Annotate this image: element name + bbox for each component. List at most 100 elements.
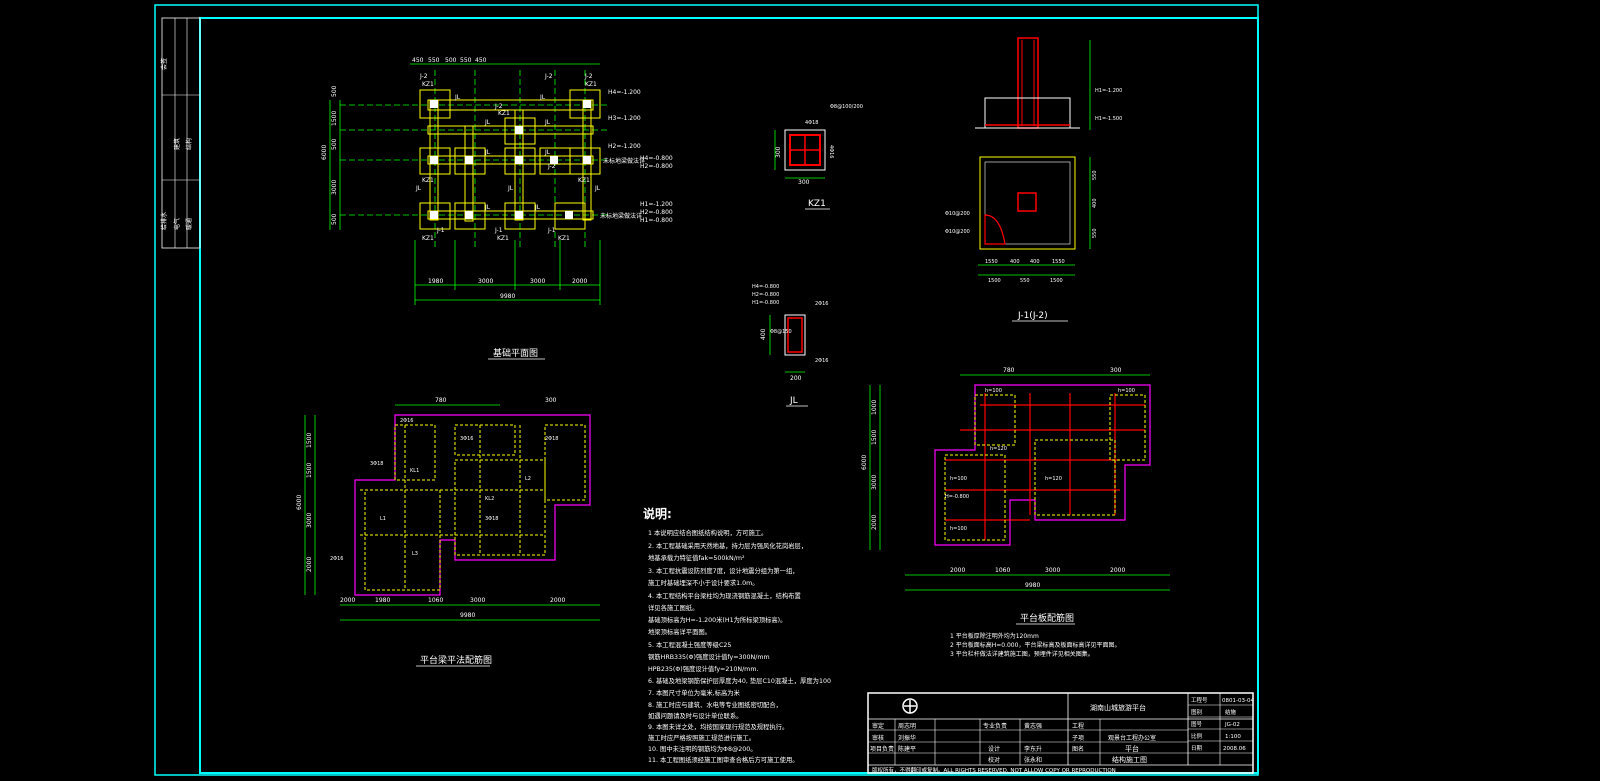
note-line: 3. 本工程抗震设防烈度7度，设计地震分组为第一组， (648, 566, 799, 575)
dim-text: 400 (1030, 259, 1040, 265)
kz-label: KZ1 (497, 235, 509, 242)
elev-note: H4=-1.200 (608, 89, 641, 96)
note-line: 6. 基础及地梁钢筋保护层厚度为40, 垫层C10混凝土，厚度为100 (648, 676, 831, 685)
dim-text: 1550 (985, 259, 998, 265)
slab-label: h=120 (1045, 476, 1062, 482)
dim-text: 3000 (331, 180, 338, 195)
dim-text: 1500 (1050, 278, 1063, 284)
rebar-note: Φ10@200 (945, 229, 970, 235)
beam-dim: 2000 (306, 557, 313, 572)
slab-plan-title: 平台板配筋图 (1020, 612, 1074, 624)
footing-label: J-2 (494, 103, 503, 110)
dim-text: 3000 (478, 278, 493, 285)
note-line: 如遇问题请及时与设计单位联系。 (648, 711, 742, 720)
dim-text: 9980 (500, 293, 515, 300)
slab-dim: 780 (1003, 367, 1015, 374)
j1-footing-detail: H1=-1.200 H1=-1.500 1550 400 400 1550 15… (945, 37, 1122, 322)
tb-info-value: 2008.06 (1223, 746, 1246, 752)
strip-label: 给排水 (160, 212, 168, 230)
tb-drawing-name: 平台 (1125, 744, 1139, 753)
title-block: 湖南山城旅游平台 审定 审核 项目负责 专业负责 设计 校对 工程 子项 图名 … (867, 692, 1254, 774)
beam-label: 3Φ16 (460, 436, 473, 442)
note-line: 施工时基础埋深不小于设计要求1.0m。 (648, 578, 759, 587)
inner-frame (199, 17, 1259, 774)
notes-title: 说明: (643, 506, 672, 521)
rebar-note: 2Φ16 (815, 301, 828, 307)
note-line: 详见各施工图纸。 (648, 603, 698, 612)
foundation-plan-title: 基础平面图 (493, 347, 538, 359)
kz-label: KZ1 (578, 177, 590, 184)
strip-label: 电气 (173, 218, 181, 230)
dim-text: 450 (475, 57, 487, 64)
note-line: 9. 本图未详之处，均按国家现行规范及规程执行。 (648, 722, 788, 731)
kz1-section: 300 300 4Φ18 Φ8@100/200 4Φ16 KZ1 (774, 104, 863, 210)
beam-dim: 780 (435, 397, 447, 404)
beam-label: JL (484, 149, 491, 156)
beam-dim: 1060 (428, 597, 443, 604)
tb-label: 子项 (1072, 735, 1084, 742)
slab-dim: 3000 (1045, 567, 1060, 574)
tb-info-value: 结施 (1225, 708, 1237, 716)
tb-info-value: JG-02 (1224, 722, 1240, 728)
kz1-title: KZ1 (808, 199, 826, 209)
dim-text: 6000 (321, 145, 328, 160)
tb-label: 工程 (1072, 722, 1084, 730)
dim-text: 550 (428, 57, 440, 64)
kz-label: KZ1 (585, 81, 597, 88)
beam-dim: 300 (545, 397, 557, 404)
beam-label: KL1 (410, 468, 419, 474)
dim-text: 300 (798, 179, 810, 186)
note-line: 1 本说明应结合图纸结构说明，方可施工。 (648, 528, 767, 537)
slab-label: h=100 (950, 526, 967, 532)
elev-note: H4=-0.800 (640, 155, 673, 162)
beam-dim: 3000 (306, 513, 313, 528)
tb-person: 刘振华 (898, 734, 916, 742)
dim-text: 550 (1092, 170, 1098, 180)
tb-info-value: 0801-03-04 (1222, 698, 1254, 704)
beam-dim: 1980 (375, 597, 390, 604)
tb-label: 专业负责 (983, 722, 1007, 730)
beam-label: JL (484, 119, 491, 126)
rebar-note: 4Φ18 (805, 120, 818, 126)
slab-note: 2 平台板面标高H=0.000，平台梁标高及板面标高详见平面图。 (950, 641, 1120, 649)
jl-title: JL (789, 396, 798, 406)
tb-person: 黄志强 (1024, 722, 1042, 730)
strip-label: 结构 (185, 138, 193, 150)
dim-text: 400 (1092, 198, 1098, 208)
dim-text: 400 (760, 328, 767, 340)
company-logo-icon (902, 698, 918, 714)
beam-label: L1 (380, 516, 386, 522)
dim-text: 500 (331, 138, 338, 150)
tb-person: 李东升 (1024, 745, 1042, 753)
beam-dim: 3000 (470, 597, 485, 604)
tb-label: 图名 (1072, 745, 1084, 753)
kz-label: KZ1 (498, 110, 510, 117)
tb-subitem: 观景台工程办公室 (1108, 734, 1156, 742)
left-signature-strip: 会签 建筑 结构 给排水 电气 暖通 (160, 17, 201, 249)
beam-label: JL (415, 185, 422, 192)
note-line: 11. 本工程图纸须经施工图审查合格后方可施工使用。 (648, 755, 799, 764)
slab-note: 3 平台栏杆做法详建筑施工图，预埋件详见相关图集。 (950, 650, 1094, 658)
beam-label: JL (484, 204, 491, 211)
note-line: 4. 本工程结构平台梁柱均为现浇钢筋混凝土，结构布置 (648, 591, 801, 600)
note-line: 7. 本图尺寸单位为毫米,标高为米 (648, 688, 741, 697)
tb-label: 设计 (988, 745, 1000, 753)
note-line: 基础顶标高为H=-1.200米(H1为所标梁顶标高)。 (648, 615, 786, 624)
note-line: 施工时应严格按照施工规范进行施工。 (648, 733, 755, 742)
beam-label: 2Φ16 (330, 556, 343, 562)
note-line: 地梁顶标高详平面图。 (648, 627, 711, 636)
note-line: 5. 本工程混凝土强度等级C25 (648, 640, 731, 649)
tb-info-label: 图别 (1191, 708, 1202, 716)
beam-label: 2Φ18 (545, 436, 558, 442)
foundation-plan: 450 550 500 550 450 500 1500 500 3000 50… (321, 57, 673, 360)
note-line: 2. 本工程基础采用天然地基，持力层为强风化花岗岩层， (648, 541, 807, 550)
dim-text: 3000 (530, 278, 545, 285)
note-line: HPB235(Φ)强度设计值fy=210N/mm. (648, 664, 758, 673)
beam-label: JL (544, 149, 551, 156)
elev-note: H3=-1.200 (608, 115, 641, 122)
tb-label: 审定 (872, 722, 884, 730)
beam-label: JL (539, 94, 546, 101)
rebar-note: Φ8@150 (770, 329, 792, 335)
dim-text: 1500 (331, 111, 338, 126)
tb-info-label: 图号 (1191, 720, 1203, 728)
